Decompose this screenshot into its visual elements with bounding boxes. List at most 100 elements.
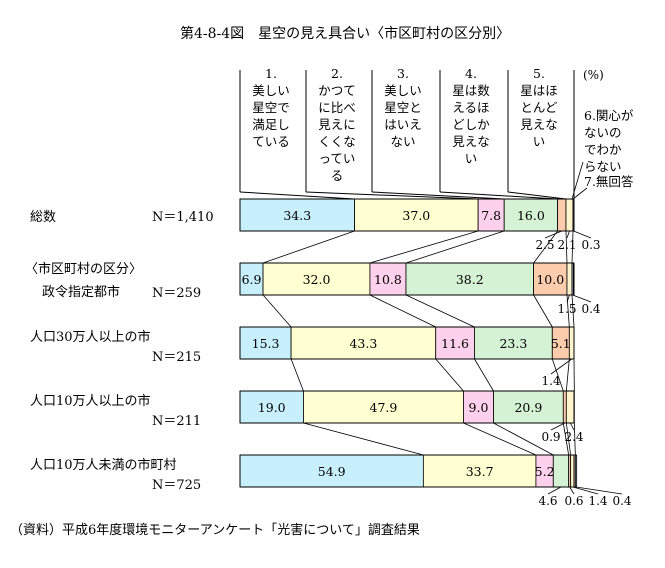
connector-line [370,295,436,327]
legend-label: い [465,151,478,166]
bar-value-label: 43.3 [349,336,377,351]
value-leader [570,487,574,494]
legend-label: 星は数 [452,83,490,98]
connector-line [474,359,493,391]
connector-line [566,359,569,391]
bar-value-label: 47.9 [370,400,398,415]
bar-segment [567,263,572,295]
bar-segment [575,455,576,487]
legend-label: はいえ [384,117,422,132]
bar-value-label: 54.9 [318,464,346,479]
bar-value-label: 5.1 [551,336,571,351]
connector-line [534,295,553,327]
bar-value-label: 19.0 [258,400,286,415]
legend-label: 3. [397,66,409,81]
connector-line [370,231,478,263]
chart-title: 第4-8-4図 星空の見え具合い〈市区町村の区分別〉 [180,25,510,42]
outside-value-label: 1.4 [541,374,560,388]
unit-label: (%) [583,68,604,82]
bar-value-label: 6.9 [242,272,262,287]
bar-segment [566,199,573,231]
legend-label: に比べ [318,100,356,115]
bar-value-label: 11.6 [441,336,469,351]
legend-label: 6.関心が [584,108,634,123]
legend-label: い [533,134,546,149]
legend-label: ないの [584,125,622,140]
group-label: 〈市区町村の区分〉 [25,261,142,277]
connector-line [263,231,355,263]
category-label: 人口10万人未満の市町村 [30,457,177,473]
bar-value-label: 34.3 [283,208,311,223]
value-leader [548,487,561,494]
legend-label: でわか [584,142,622,157]
legend-label: ている [252,134,290,149]
bar-segment [563,391,566,423]
connector-line [303,423,423,455]
legend-label: る [331,168,344,183]
connector-line [263,295,291,327]
legend-label: 7.無回答 [584,174,634,189]
category-n: N＝1,410 [152,210,214,225]
value-leader [573,231,591,238]
legend-label: ってい [319,151,356,166]
outside-value-label: 0.9 [541,430,560,444]
bar-segment [572,263,573,295]
bar-value-label: 10.8 [374,272,402,287]
connector-line [436,359,464,391]
outside-value-label: 0.4 [612,494,631,508]
bar-value-label: 38.2 [456,272,484,287]
bar-segment [558,199,566,231]
category-label: 人口30万人以上の市 [30,329,151,345]
bar-value-label: 23.3 [499,336,527,351]
category-n: N＝259 [152,286,201,301]
legend-label: くくな [318,134,356,149]
legend-label: 4. [465,66,477,81]
bar-value-label: 37.0 [402,208,430,223]
legend-label: 星はほ [520,83,558,98]
outside-value-label: 1.4 [588,494,607,508]
bar-segment [553,455,568,487]
bar-value-label: 16.0 [517,208,545,223]
category-n: N＝211 [152,414,201,429]
connector-line [406,295,474,327]
value-leader [567,231,569,238]
connector-line [406,231,504,263]
legend-label: 見えな [452,134,490,149]
value-leader [576,487,622,494]
bar-value-label: 5.2 [535,464,555,479]
legend-label: 美しい [384,83,422,98]
legend-label: どしか [452,117,490,132]
legend-label: かつて [318,83,356,98]
category-n: N＝215 [152,350,201,365]
bar-value-label: 15.3 [252,336,280,351]
bar-value-label: 9.0 [469,400,489,415]
legend-label: 見えな [520,117,558,132]
value-leader [573,295,591,302]
outside-value-label: 2.4 [564,430,583,444]
category-label: 総数 [30,210,56,225]
legend-label: 美しい [252,83,290,98]
legend-label: 1. [265,66,277,81]
bar-value-label: 20.9 [514,400,542,415]
outside-value-label: 2.1 [557,238,576,252]
outside-value-label: 0.3 [581,238,600,252]
source-note: （資料）平成6年度環境モニターアンケート「光害について」調査結果 [10,522,420,538]
category-label: 人口10万人以上の市 [30,393,151,409]
legend-label: 見えに [318,117,356,132]
value-leader [570,423,574,430]
bar-value-label: 33.7 [466,464,494,479]
outside-value-label: 0.4 [581,302,600,316]
value-leader [551,423,565,430]
connector-line [291,359,303,391]
legend-label: えるほ [452,100,489,115]
outside-value-label: 4.6 [538,494,557,508]
legend-label: らない [584,159,622,174]
outside-value-label: 2.5 [535,238,554,252]
outside-value-label: 1.5 [557,302,576,316]
legend-label: 星空と [384,100,422,115]
bar-value-label: 7.8 [481,208,501,223]
legend-label: とんど [520,100,558,115]
legend-label: ない [390,134,415,149]
legend-label: 5. [533,66,545,81]
category-n: N＝725 [152,478,201,493]
